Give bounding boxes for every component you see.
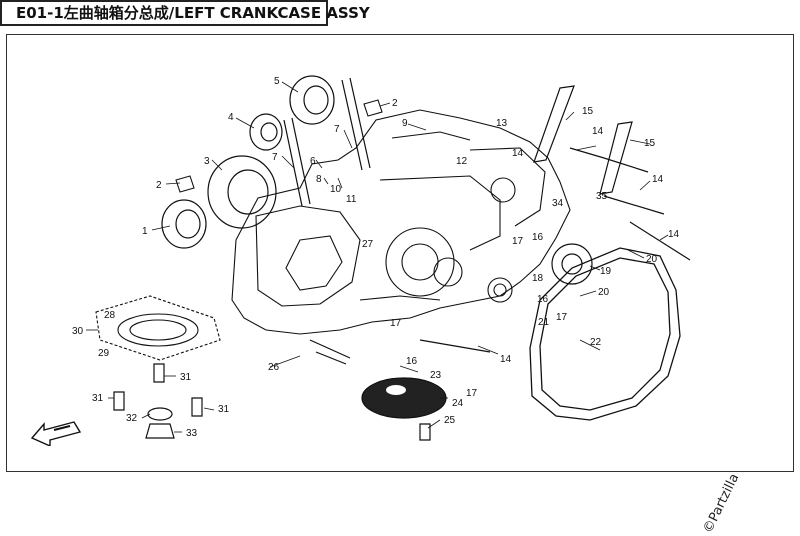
callout-31a: 31 [180, 372, 192, 383]
callout-27: 27 [362, 239, 374, 250]
callout-31c: 31 [218, 404, 230, 415]
callout-29: 29 [98, 348, 110, 359]
oil-seal-19 [551, 243, 593, 285]
callout-33: 33 [186, 428, 198, 439]
callout-17d: 17 [466, 388, 478, 399]
callout-11: 11 [346, 194, 357, 205]
callout-17c: 17 [390, 318, 402, 329]
callout-14b: 14 [592, 126, 604, 137]
watermark: ©Partzilla [700, 471, 742, 536]
gasket-22 [529, 247, 681, 421]
callout-12: 12 [456, 156, 468, 167]
callout-15b: 15 [644, 138, 656, 149]
callout-7b: 7 [272, 152, 278, 163]
callout-5: 5 [274, 76, 280, 87]
page-title: E01-1左曲轴箱分总成/LEFT CRANKCASE ASSY [0, 0, 370, 26]
callout-16c: 16 [406, 356, 418, 367]
callout-2b: 2 [392, 98, 398, 109]
callout-14a: 14 [512, 148, 524, 159]
callout-17a: 17 [512, 236, 524, 247]
bearing-4 [249, 113, 283, 151]
callout-28: 28 [104, 310, 116, 321]
strainer-assy-30 [95, 295, 221, 361]
bearing-1 [161, 199, 207, 249]
drain-parts [113, 363, 431, 441]
guides-15 [533, 85, 633, 195]
callout-14d: 14 [668, 229, 680, 240]
crankcase-body [231, 109, 571, 335]
callout-16b: 16 [537, 294, 549, 305]
callout-20b: 20 [598, 287, 610, 298]
callout-32: 32 [126, 413, 138, 424]
callout-17b: 17 [556, 312, 568, 323]
leader-lines [86, 81, 669, 433]
callout-19: 19 [600, 266, 612, 277]
dowel-pins [175, 99, 383, 193]
callout-13: 13 [496, 118, 508, 129]
cover-plate-24 [361, 377, 447, 419]
callout-18: 18 [532, 273, 544, 284]
callout-2: 2 [156, 180, 162, 191]
bolts-14 [309, 147, 691, 365]
exploded-parts-diagram: 1 2 3 4 5 2 7 7 6 8 10 11 9 12 13 14 15 … [72, 75, 691, 441]
callout-4: 4 [228, 112, 234, 123]
callout-9: 9 [402, 118, 408, 129]
callout-14c: 14 [652, 174, 664, 185]
callout-3: 3 [204, 156, 210, 167]
callout-31b: 31 [92, 393, 104, 404]
back-arrow-icon[interactable] [30, 418, 82, 446]
callout-14e: 14 [500, 354, 512, 365]
callout-6: 6 [310, 156, 316, 167]
bearing-3 [207, 155, 277, 229]
callout-34: 34 [552, 198, 564, 209]
callout-25: 25 [444, 415, 456, 426]
callout-8: 8 [316, 174, 322, 185]
callout-24: 24 [452, 398, 464, 409]
callout-labels: 1 2 3 4 5 2 7 7 6 8 10 11 9 12 13 14 15 … [72, 76, 680, 439]
callout-10: 10 [330, 184, 342, 195]
callout-22: 22 [590, 337, 602, 348]
callout-23: 23 [430, 370, 442, 381]
callout-16a: 16 [532, 232, 544, 243]
diagram-frame [6, 34, 794, 472]
bearing-5 [289, 75, 335, 125]
callout-35: 35 [596, 191, 608, 202]
callout-1: 1 [142, 226, 148, 237]
callout-21: 21 [538, 317, 550, 328]
studs-7 [283, 77, 371, 207]
callout-20a: 20 [646, 254, 658, 265]
callout-30: 30 [72, 326, 84, 337]
callout-7a: 7 [334, 124, 340, 135]
callout-26: 26 [268, 362, 280, 373]
callout-15a: 15 [582, 106, 594, 117]
